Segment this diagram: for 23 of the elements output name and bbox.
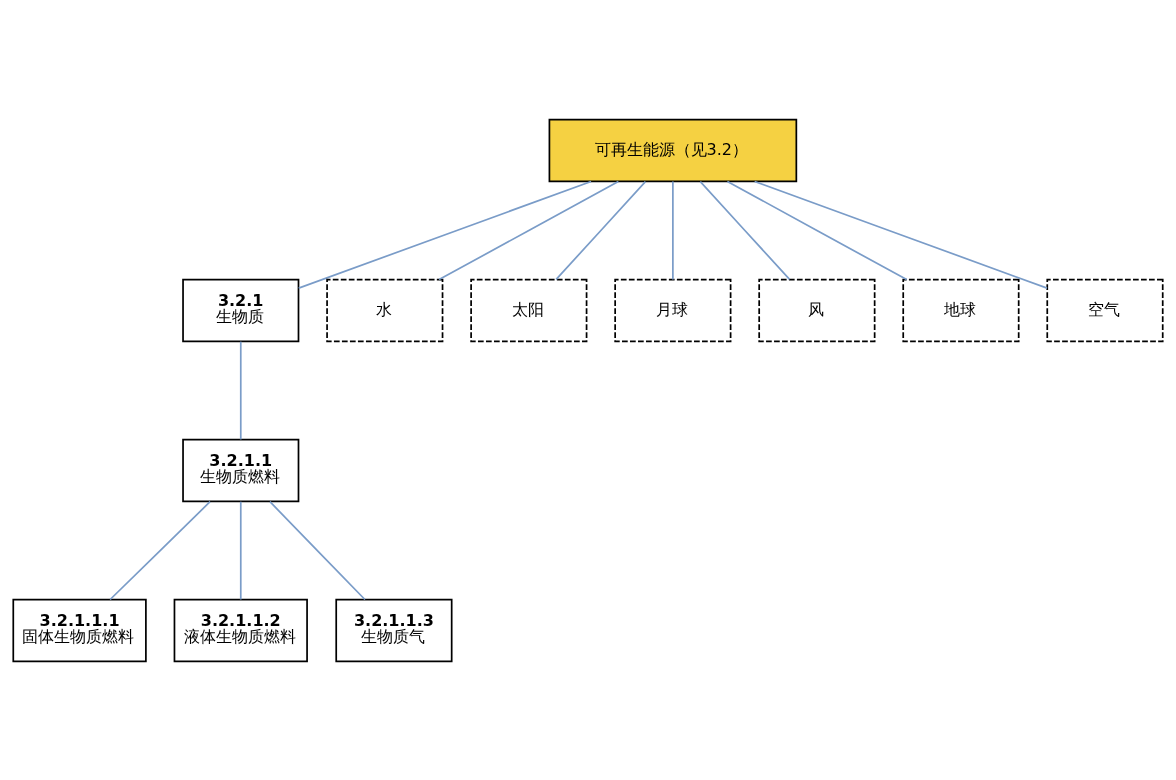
node-box: 可再生能源（见3.2） <box>548 118 798 182</box>
connector <box>753 180 1048 289</box>
node-box: 太阳 <box>470 278 588 342</box>
connector <box>239 340 242 440</box>
connector <box>555 180 647 280</box>
connector <box>269 500 366 600</box>
node-box: 3.2.1.1.1 固体生物质燃料 <box>12 598 147 662</box>
node-box: 水 <box>326 278 444 342</box>
connector <box>297 180 592 289</box>
connector <box>109 500 211 600</box>
node-box: 月球 <box>614 278 732 342</box>
node-box: 3.2.1 生物质 <box>182 278 300 342</box>
connector <box>699 180 791 280</box>
connector <box>438 180 620 280</box>
node-box: 空气 <box>1046 278 1164 342</box>
node-box: 地球 <box>902 278 1020 342</box>
node-box: 3.2.1.1.3 生物质气 <box>335 598 453 662</box>
connector <box>726 180 908 280</box>
node-box: 3.2.1.1.2 液体生物质燃料 <box>173 598 308 662</box>
connector <box>672 180 674 280</box>
connector <box>239 500 242 600</box>
node-box: 风 <box>758 278 876 342</box>
node-box: 3.2.1.1 生物质燃料 <box>182 438 300 502</box>
